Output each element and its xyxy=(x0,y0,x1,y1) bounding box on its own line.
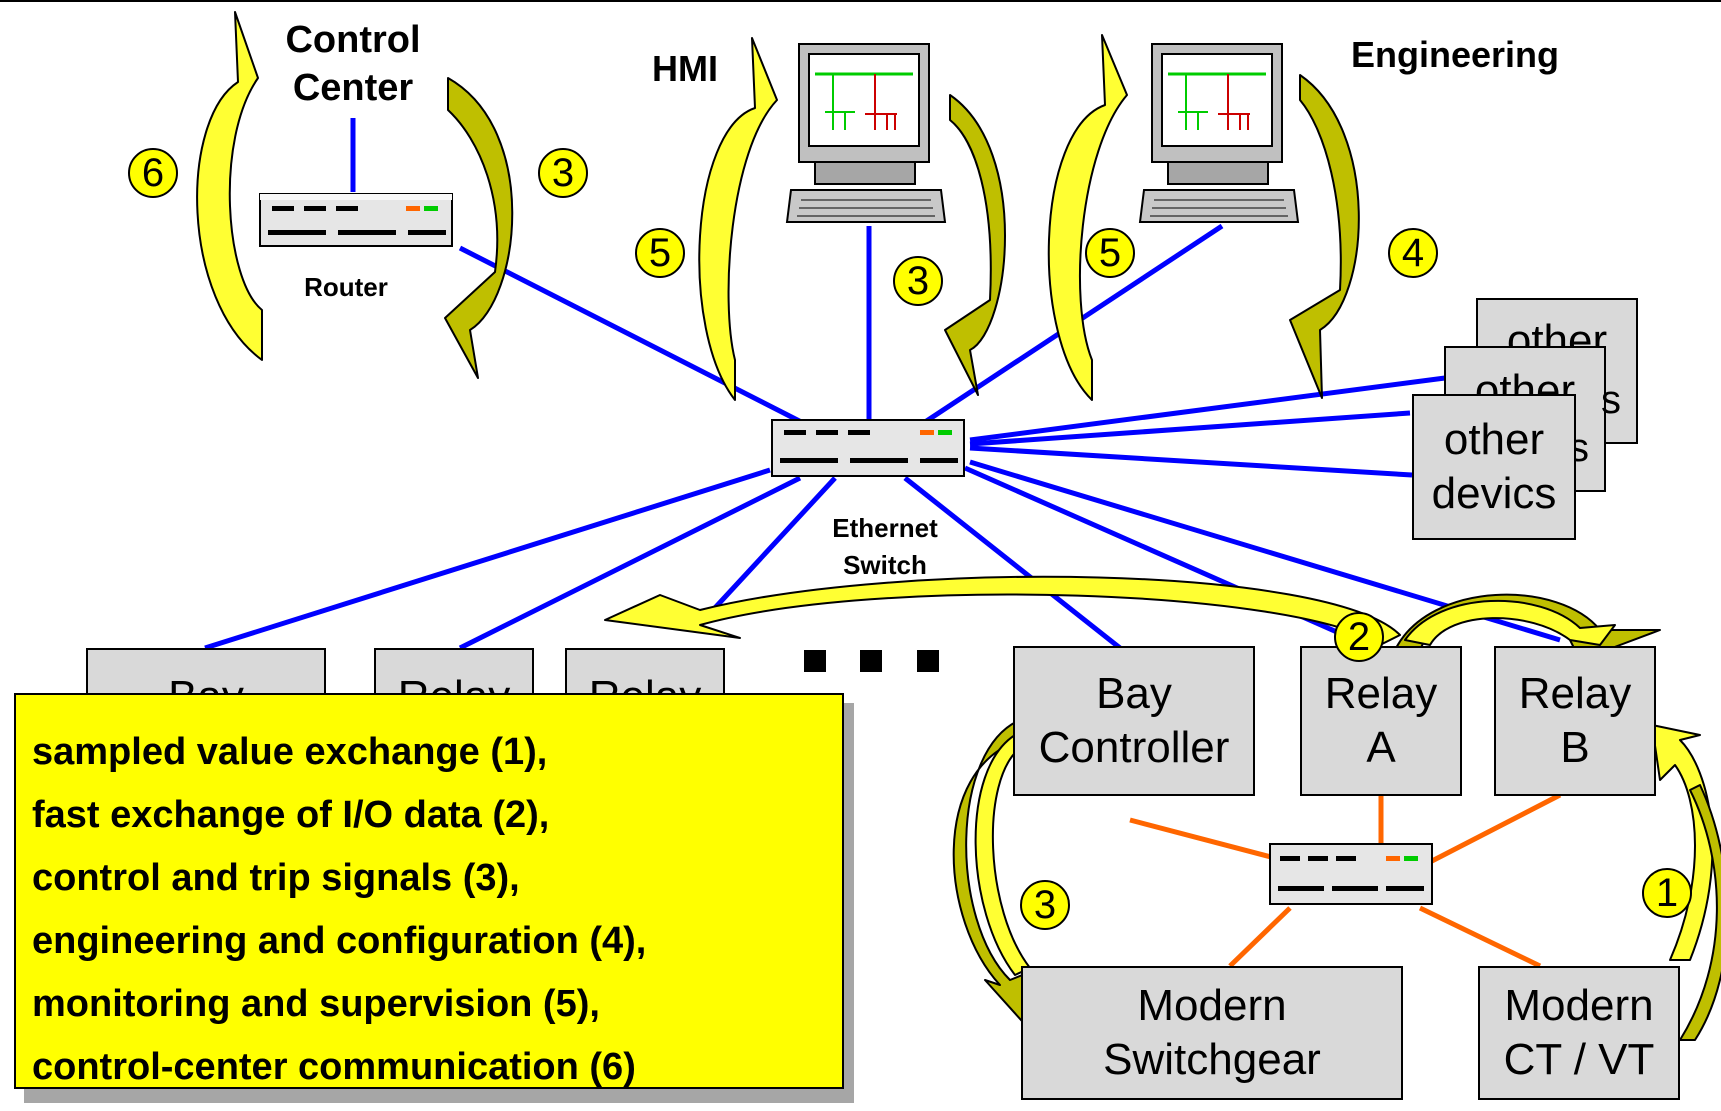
arrow-eng-right xyxy=(1289,74,1360,399)
modern-ct-vt-box: Modern CT / VT xyxy=(1478,966,1680,1100)
hmi-label: HMI xyxy=(652,48,718,89)
ellipsis-dot xyxy=(860,650,882,672)
arrow-relay-left-long xyxy=(604,575,1401,646)
link-process-switchgear xyxy=(1228,906,1292,968)
marker-circle: 3 xyxy=(893,256,943,306)
bay-controller-box: Bay Controller xyxy=(1013,646,1255,796)
marker-circle: 5 xyxy=(635,228,685,278)
other-devices-box: other devics xyxy=(1412,394,1576,540)
engineering-label: Engineering xyxy=(1350,34,1560,75)
legend-item: engineering and configuration (4), xyxy=(32,920,647,962)
link-relayb-process xyxy=(1428,792,1562,865)
computer-icon xyxy=(785,43,947,223)
link-bay-left xyxy=(204,467,771,651)
link-bay-controller xyxy=(903,476,1122,650)
computer-icon xyxy=(1138,43,1300,223)
link-process-ctvt xyxy=(1418,905,1542,969)
link-other-2 xyxy=(969,410,1411,447)
ethernet-switch-label: Ethernet Switch xyxy=(832,513,938,580)
control-center-label: Control Center xyxy=(285,19,421,109)
marker-circle: 3 xyxy=(538,148,588,198)
relay-b-box: Relay B xyxy=(1494,646,1656,796)
marker-circle: 3 xyxy=(1020,880,1070,930)
relay-a-box: Relay A xyxy=(1300,646,1462,796)
link-relay-left-1 xyxy=(458,475,802,651)
top-border xyxy=(0,0,1721,2)
legend-item: fast exchange of I/O data (2), xyxy=(32,794,550,836)
marker-circle: 5 xyxy=(1085,228,1135,278)
arrow-eng-left xyxy=(1047,34,1128,401)
arrow-hmi-right xyxy=(944,94,1006,396)
arrow-cc-right xyxy=(444,77,514,379)
link-other-3 xyxy=(969,445,1413,478)
legend-item: sampled value exchange (1), xyxy=(32,731,548,773)
router-label: Router xyxy=(304,272,388,302)
arrow-ctvt-loop-shade xyxy=(1679,784,1721,1041)
arrow-cc-left xyxy=(196,11,263,361)
legend-item: control and trip signals (3), xyxy=(32,857,520,899)
ellipsis-dot xyxy=(917,650,939,672)
link-router-switch xyxy=(458,245,819,433)
legend-item: monitoring and supervision (5), xyxy=(32,983,600,1025)
marker-circle: 6 xyxy=(128,148,178,198)
ellipsis-dot xyxy=(804,650,826,672)
modern-switchgear-box: Modern Switchgear xyxy=(1021,966,1403,1100)
marker-circle: 4 xyxy=(1388,228,1438,278)
arrow-relay-b-inner xyxy=(1404,599,1616,646)
link-relay-left-2 xyxy=(711,476,837,612)
link-bay-process xyxy=(1129,817,1291,865)
marker-circle: 2 xyxy=(1334,612,1384,662)
process-switch-icon xyxy=(1269,843,1433,905)
arrow-ctvt-loop xyxy=(1651,724,1714,961)
other-device-suffix: s xyxy=(1601,378,1621,422)
legend-item: control-center communication (6) xyxy=(32,1046,636,1088)
ethernet-switch-icon xyxy=(771,419,965,477)
marker-circle: 1 xyxy=(1642,868,1692,918)
router-icon xyxy=(259,193,453,247)
link-other-1 xyxy=(969,375,1446,443)
legend-box: sampled value exchange (1), fast exchang… xyxy=(14,693,844,1089)
arrow-hmi-left xyxy=(698,37,778,401)
